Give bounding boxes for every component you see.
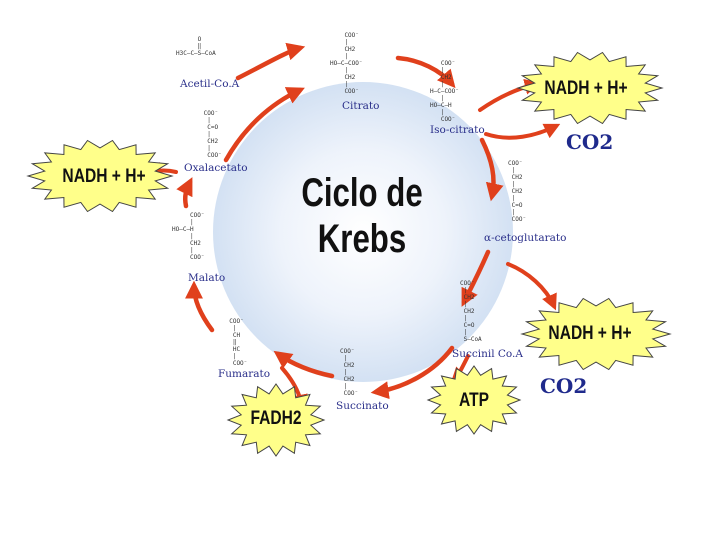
fadh2-label: FADH2: [250, 408, 302, 429]
akg-structure: COO⁻ | CH2 | CH2 | C=O | COO⁻: [508, 160, 527, 223]
label-acetyl-coa: Acetil-Co.A: [180, 78, 240, 90]
arrow-akg-to-succinylcoa: [461, 249, 491, 307]
succinate-structure: COO⁻ | CH2 | CH2 | COO⁻: [340, 348, 359, 397]
bursts: [26, 51, 672, 457]
burst-fadh2: [226, 383, 326, 457]
acetyl-coa-structure: O ‖ H3C—C—S—CoA: [176, 36, 216, 57]
succinylcoa-structure: COO⁻ | CH2 | CH2 | C=O | S—CoA: [460, 280, 482, 343]
arrow-to-co2-upper: [484, 123, 561, 140]
label-isocitrate: Iso-citrato: [430, 124, 485, 136]
arrow-succinylcoa-to-succinate: [370, 345, 455, 400]
burst-nadh-right: [520, 297, 672, 371]
isocitrate-structure: COO⁻ | CH2 | H—C—COO⁻ | HO—C—H | COO⁻: [430, 60, 459, 123]
co2-upper-label: CO2: [566, 130, 614, 154]
arrow-isocitrate-to-akg: [479, 137, 504, 202]
arrow-malate-to-oxaloacetate: [176, 177, 193, 209]
co2-lower-label: CO2: [540, 374, 588, 398]
arrow-acetyl-to-citrate: [235, 42, 306, 81]
arrow-fumarate-to-malate: [185, 280, 215, 333]
nadh-left-label: NADH + H+: [62, 166, 146, 187]
title-line-1: Ciclo de: [301, 171, 423, 215]
atp-label: ATP: [458, 390, 490, 411]
label-fumarate: Fumarato: [218, 368, 271, 380]
arrow-succinate-to-fumarate: [273, 350, 335, 379]
nadh-right-label: NADH + H+: [548, 323, 632, 344]
label-malate: Malato: [188, 272, 226, 284]
burst-atp: [426, 365, 522, 435]
burst-nadh-top: [516, 51, 664, 125]
arrow-citrate-to-isocitrate: [395, 55, 456, 89]
title-line-2: Krebs: [317, 217, 407, 261]
arrow-to-nadh-right: [506, 262, 557, 311]
malate-structure: COO⁻ | HO—C—H | CH2 | COO⁻: [172, 212, 205, 261]
burst-nadh-left: [26, 139, 174, 213]
cycle-background: [213, 82, 513, 382]
label-citrate: Citrato: [342, 100, 380, 112]
label-succinyl-coa: Succinil Co.A: [452, 348, 523, 360]
citrate-structure: COO⁻ | CH2 | HO—C—COO⁻ | CH2 | COO⁻: [330, 32, 363, 95]
arrow-oxaloacetate-to-citrate: [223, 87, 305, 163]
label-succinate: Succinato: [336, 400, 389, 412]
fumarate-structure: COO⁻ | CH ‖ HC | COO⁻: [229, 318, 248, 367]
label-alpha-ketoglutarate: α-cetoglutarato: [484, 232, 567, 244]
oxaloacetate-structure: COO⁻ | C=O | CH2 | COO⁻: [203, 110, 222, 159]
cycle-arrows: [176, 42, 504, 400]
nadh-top-label: NADH + H+: [544, 78, 628, 99]
diagram-title: Ciclo de Krebs: [300, 170, 425, 262]
label-oxaloacetate: Oxalacetato: [184, 162, 248, 174]
